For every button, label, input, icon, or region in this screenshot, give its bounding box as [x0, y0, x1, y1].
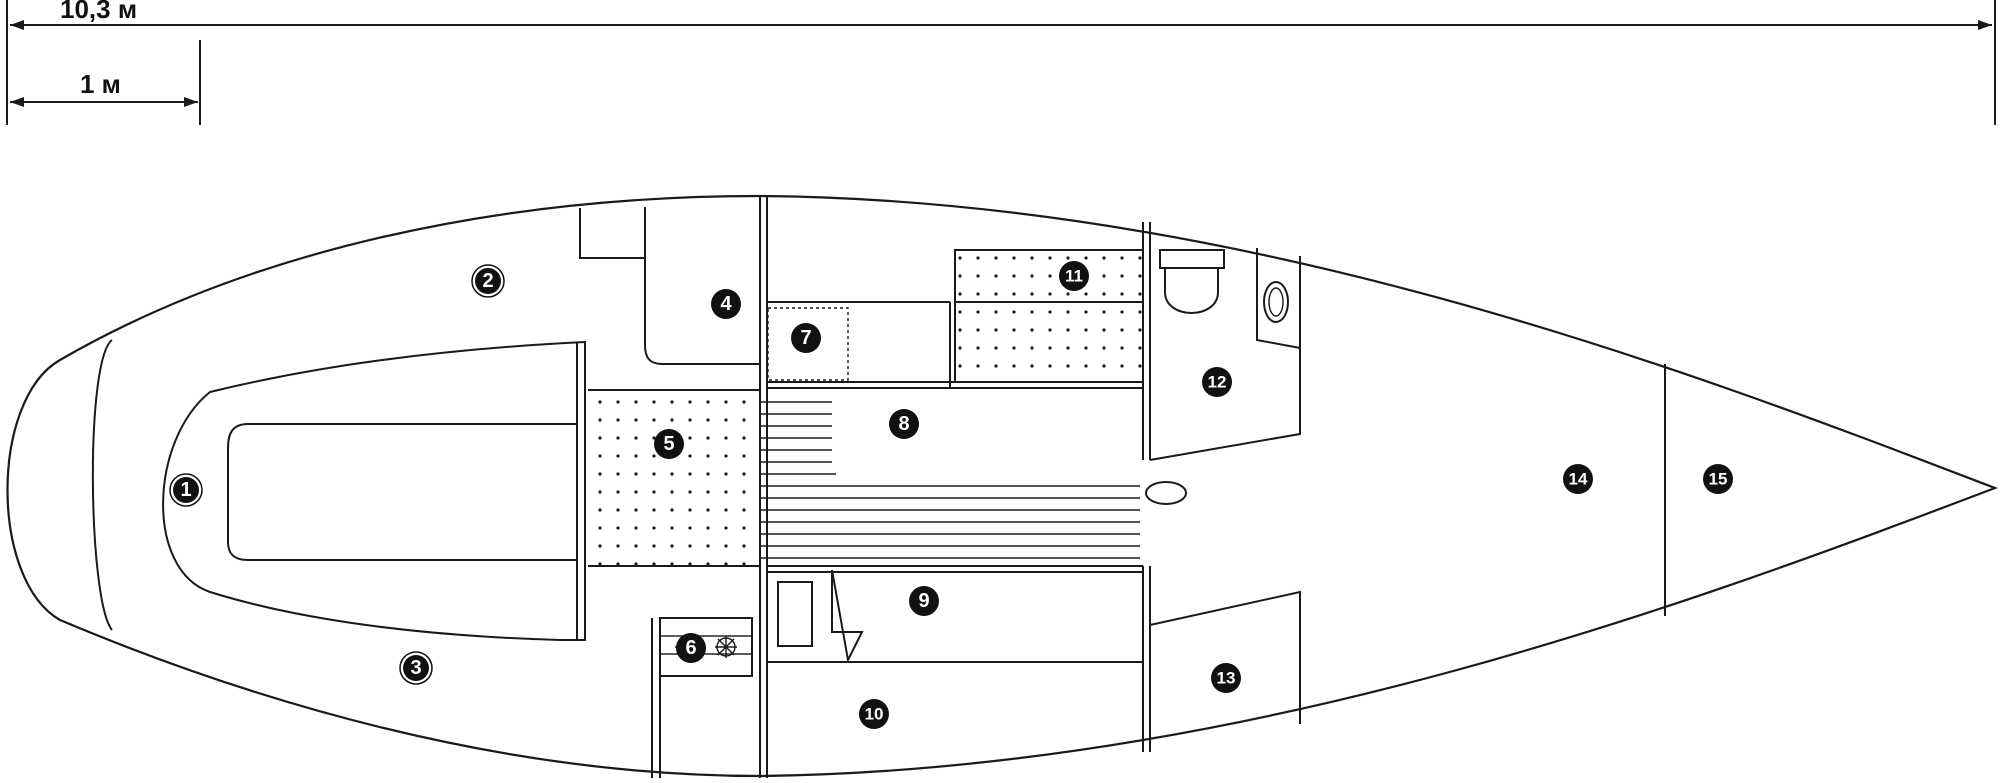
marker-1: 1 [169, 473, 203, 507]
marker-14: 14 [1563, 464, 1593, 494]
scale-bar-dimension: 1 м [10, 40, 201, 125]
overall-length-dimension: 10,3 м [6, 0, 1996, 125]
svg-text:3: 3 [410, 657, 421, 679]
svg-text:7: 7 [800, 327, 811, 349]
scale-bar-label: 1 м [80, 69, 121, 99]
overall-length-label: 10,3 м [60, 0, 137, 24]
heads-area [1142, 222, 1301, 752]
marker-9: 9 [909, 586, 939, 616]
svg-text:13: 13 [1217, 669, 1236, 688]
sink-icon [1263, 281, 1289, 323]
saloon-starboard [767, 249, 1144, 389]
marker-10: 10 [859, 699, 889, 729]
saloon-floor [760, 401, 1187, 559]
svg-text:9: 9 [918, 590, 929, 612]
marker-7: 7 [791, 323, 821, 353]
svg-text:5: 5 [663, 433, 674, 455]
svg-text:12: 12 [1208, 373, 1227, 392]
marker-6: 6 [676, 633, 706, 663]
burner-icon [715, 636, 737, 658]
marker-5: 5 [654, 429, 684, 459]
marker-13: 13 [1211, 663, 1241, 693]
cockpit [91, 339, 586, 641]
marker-4: 4 [711, 289, 741, 319]
marker-11: 11 [1059, 261, 1089, 291]
marker-12: 12 [1202, 367, 1232, 397]
svg-text:11: 11 [1065, 267, 1083, 286]
marker-15: 15 [1703, 464, 1733, 494]
marker-3: 3 [399, 651, 433, 685]
svg-text:8: 8 [898, 413, 909, 435]
svg-text:6: 6 [685, 637, 696, 659]
companionway-area [588, 389, 760, 567]
svg-text:14: 14 [1569, 470, 1588, 489]
svg-text:1: 1 [180, 479, 191, 501]
marker-2: 2 [471, 264, 505, 298]
svg-text:10: 10 [865, 705, 884, 724]
mast-step-icon [1145, 481, 1187, 505]
marker-8: 8 [889, 409, 919, 439]
svg-text:2: 2 [482, 270, 493, 292]
svg-text:15: 15 [1709, 470, 1728, 489]
svg-text:4: 4 [720, 293, 732, 315]
